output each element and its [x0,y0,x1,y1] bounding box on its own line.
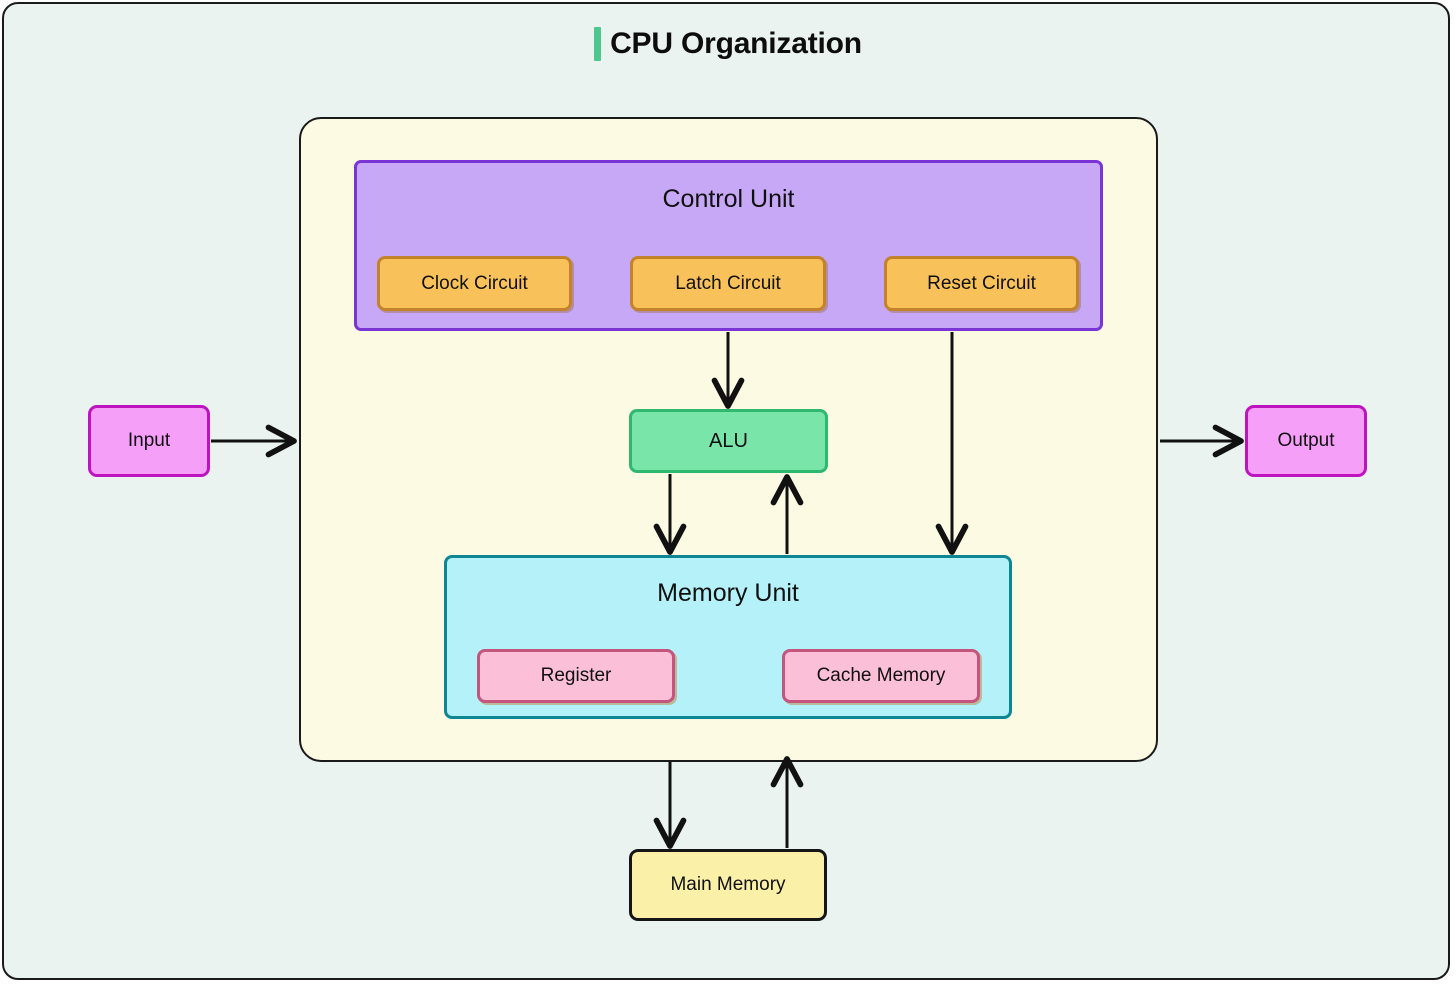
latch-circuit-label: Latch Circuit [675,272,781,294]
reset-circuit-label: Reset Circuit [927,272,1036,294]
output-block[interactable]: Output [1245,405,1367,477]
main-memory-block[interactable]: Main Memory [629,849,827,921]
alu-label: ALU [709,429,748,452]
input-block[interactable]: Input [88,405,210,477]
page-title: CPU Organization [0,18,1456,70]
cache-memory-label: Cache Memory [816,665,946,686]
register-block[interactable]: Register [477,649,675,703]
control-unit-label: Control Unit [662,185,795,213]
input-label: Input [127,430,171,451]
reset-circuit-block[interactable]: Reset Circuit [884,256,1079,311]
main-memory-label: Main Memory [670,874,786,895]
clock-circuit-block[interactable]: Clock Circuit [377,256,572,311]
output-label: Output [1277,430,1335,451]
cache-memory-block[interactable]: Cache Memory [782,649,980,703]
clock-circuit-label: Clock Circuit [421,272,528,294]
page-title-text: CPU Organization [610,27,862,60]
alu-block[interactable]: ALU [629,409,828,473]
latch-circuit-block[interactable]: Latch Circuit [630,256,826,311]
register-label: Register [540,665,612,686]
memory-unit-label: Memory Unit [657,579,799,607]
title-accent-bar [594,27,602,61]
